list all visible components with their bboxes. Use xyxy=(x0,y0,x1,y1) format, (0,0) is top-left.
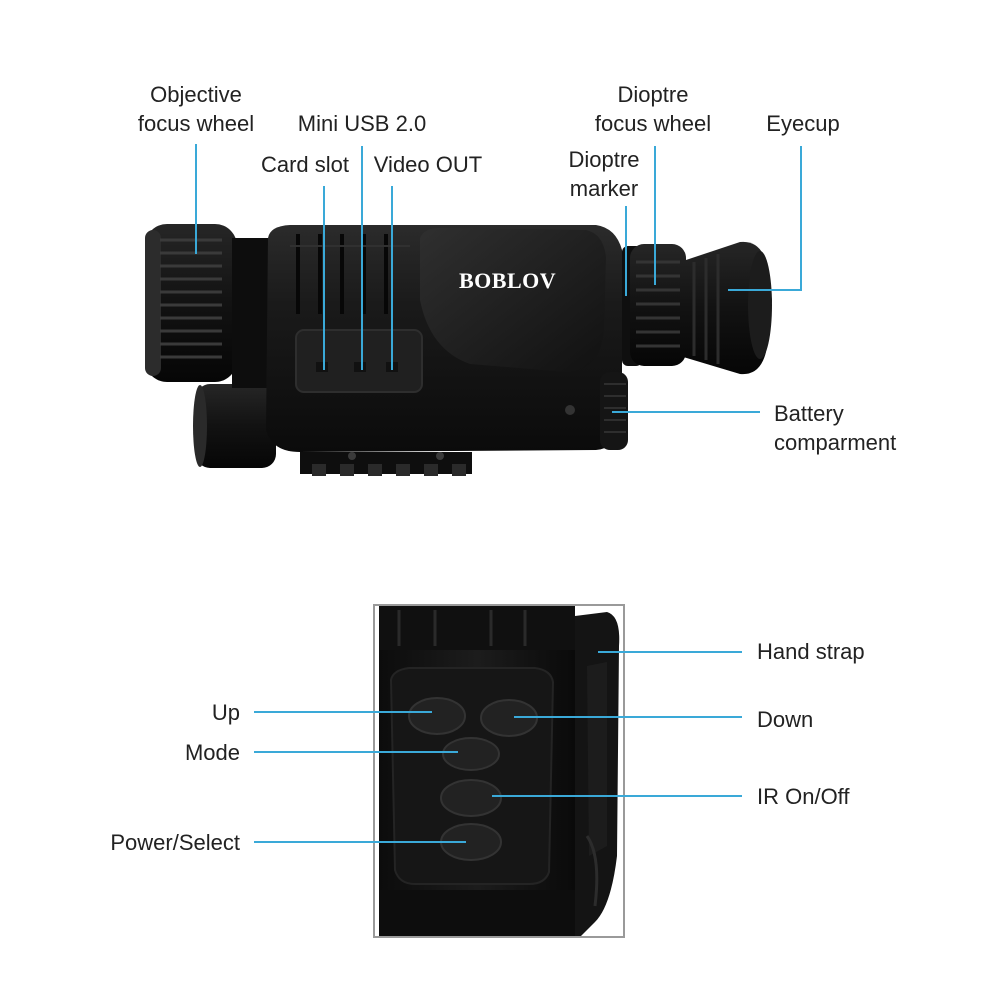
ir-button[interactable] xyxy=(440,779,502,817)
label-video-out: Video OUT xyxy=(373,152,483,177)
power-button[interactable] xyxy=(440,823,502,861)
button-panel-illustration xyxy=(379,606,620,936)
label-eyecup: Eyecup xyxy=(766,111,840,136)
label-dioptre-marker-line1: Dioptre xyxy=(568,147,640,172)
brand-logo: BOBLOV xyxy=(459,268,557,293)
label-battery-line2: comparment xyxy=(774,430,897,455)
up-button[interactable] xyxy=(408,697,466,735)
label-power-select: Power/Select xyxy=(110,830,240,855)
label-hand-strap: Hand strap xyxy=(757,639,865,664)
label-battery-compartment: Battery comparment xyxy=(774,399,896,457)
objective-focus-wheel xyxy=(145,224,237,382)
label-up: Up xyxy=(211,700,240,725)
label-objective-focus-wheel: Objective focus wheel xyxy=(118,80,274,138)
button-panel-inset xyxy=(373,604,625,938)
label-mode: Mode xyxy=(184,740,240,765)
label-dioptre-focus-line2: focus wheel xyxy=(594,111,712,136)
label-mini-usb: Mini USB 2.0 xyxy=(297,111,427,136)
label-battery-line1: Battery xyxy=(774,401,844,426)
label-objective-focus-line2: focus wheel xyxy=(137,111,255,136)
main-body xyxy=(266,225,622,476)
label-dioptre-focus-wheel: Dioptre focus wheel xyxy=(580,80,726,138)
down-button[interactable] xyxy=(480,699,538,737)
label-dioptre-focus-line1: Dioptre xyxy=(617,82,689,107)
mode-button[interactable] xyxy=(442,737,500,771)
label-dioptre-marker: Dioptre marker xyxy=(552,145,656,203)
eyecup xyxy=(680,241,772,375)
label-objective-focus-line1: Objective xyxy=(150,82,242,107)
label-ir-on-off: IR On/Off xyxy=(757,784,850,809)
ir-illuminator-tube xyxy=(193,384,276,468)
label-card-slot: Card slot xyxy=(260,152,350,177)
label-down: Down xyxy=(757,707,814,732)
label-dioptre-marker-line2: marker xyxy=(569,176,639,201)
callout-lines-top xyxy=(195,144,802,413)
